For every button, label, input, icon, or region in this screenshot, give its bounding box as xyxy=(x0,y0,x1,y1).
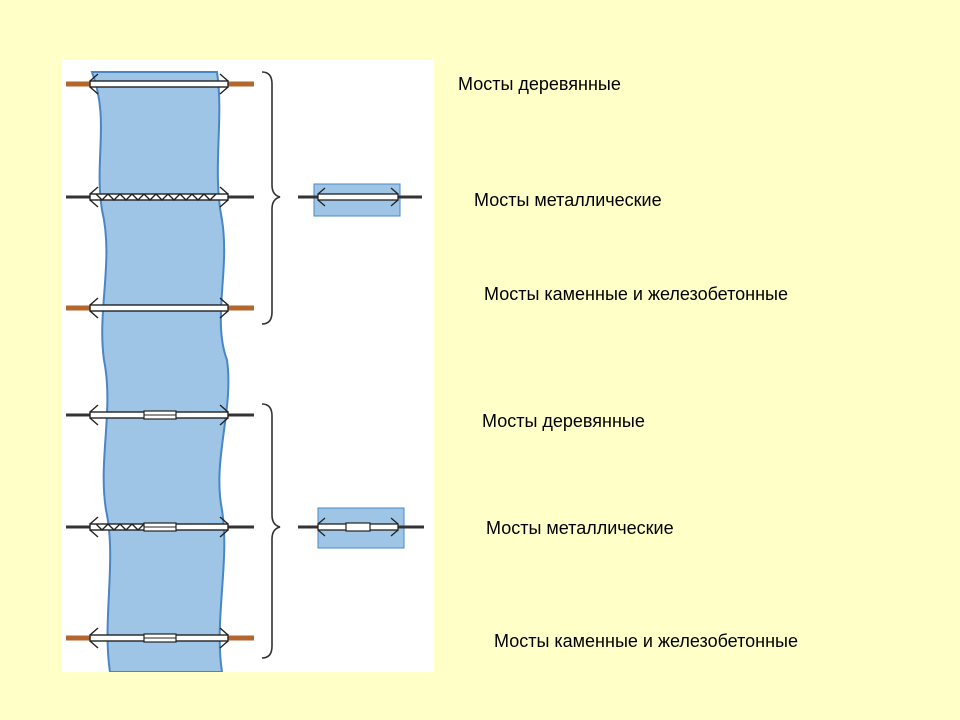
truss-2 xyxy=(95,193,217,201)
diagram-panel xyxy=(62,60,434,672)
abutment-right-3 xyxy=(219,297,229,319)
small-abutment-right-2 xyxy=(390,517,399,537)
caption-wooden-bridges-2: Мосты деревянные xyxy=(482,411,645,431)
caption-stone-concrete-bridges-2: Мосты каменные и железобетонные xyxy=(494,631,798,651)
small-deck-1 xyxy=(317,193,399,201)
abutment-right-5 xyxy=(219,516,229,538)
caption-metal-bridges-2: Мосты металлические xyxy=(486,518,674,538)
bridge-deck-1 xyxy=(89,80,229,88)
small-center-span-2 xyxy=(345,522,371,532)
abutment-left-2 xyxy=(89,186,99,208)
caption-metal-bridges-1: Мосты металлические xyxy=(474,190,662,210)
small-abutment-right-1 xyxy=(390,187,399,207)
abutment-right-2 xyxy=(219,186,229,208)
small-abutment-left-2 xyxy=(317,517,326,537)
abutment-left-5 xyxy=(89,516,99,538)
brace-group-2 xyxy=(261,403,281,659)
bridge-deck-3 xyxy=(89,304,229,312)
river xyxy=(90,71,230,672)
caption-wooden-bridges-1: Мосты деревянные xyxy=(458,74,621,94)
abutment-right-1 xyxy=(219,73,229,95)
abutment-left-4 xyxy=(89,404,99,426)
caption-stone-concrete-bridges-1: Мосты каменные и железобетонные xyxy=(484,284,788,304)
truss-5 xyxy=(95,523,145,531)
small-abutment-left-1 xyxy=(317,187,326,207)
abutment-left-1 xyxy=(89,73,99,95)
abutment-left-6 xyxy=(89,627,99,649)
abutment-left-3 xyxy=(89,297,99,319)
abutment-right-4 xyxy=(219,404,229,426)
brace-group-1 xyxy=(261,71,281,325)
bridge-symbols-diagram xyxy=(66,71,424,672)
abutment-right-6 xyxy=(219,627,229,649)
